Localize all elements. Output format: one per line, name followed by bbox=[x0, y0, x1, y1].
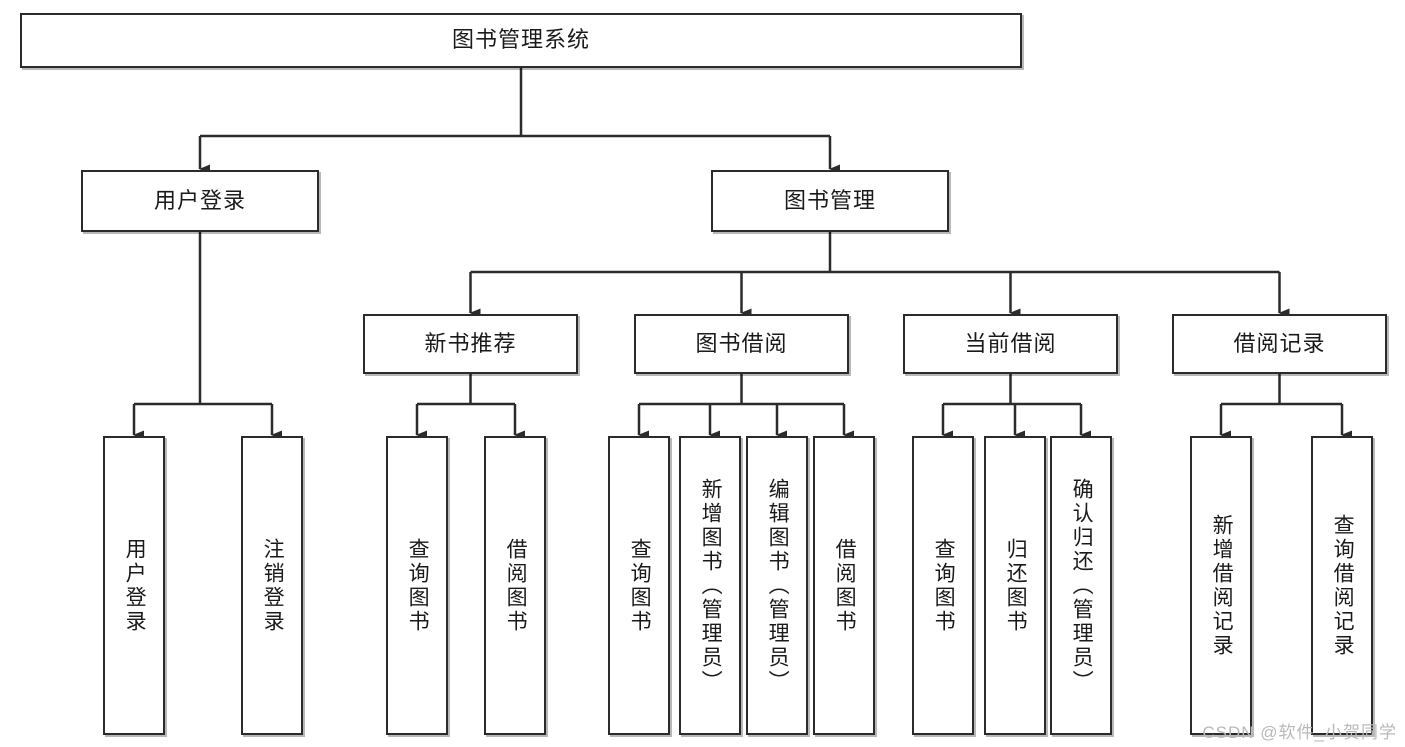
node-label: 新增借阅记录 bbox=[1210, 513, 1234, 658]
node-leaf-borrow-book-2[interactable]: 借阅图书 bbox=[813, 436, 875, 735]
node-label: 查询借阅记录 bbox=[1331, 513, 1355, 658]
node-label: 查询图书 bbox=[406, 537, 430, 634]
node-label: 借阅图书 bbox=[833, 537, 857, 634]
node-leaf-user-login[interactable]: 用户登录 bbox=[103, 436, 165, 735]
node-borrow-record[interactable]: 借阅记录 bbox=[1172, 314, 1387, 374]
node-leaf-borrow-book-1[interactable]: 借阅图书 bbox=[484, 436, 546, 735]
node-label: 确认归还（管理员） bbox=[1070, 477, 1094, 694]
node-leaf-add-book[interactable]: 新增图书（管理员） bbox=[679, 436, 741, 735]
node-label: 编辑图书（管理员） bbox=[766, 477, 790, 694]
node-label: 图书借阅 bbox=[695, 330, 788, 356]
node-new-book-rec[interactable]: 新书推荐 bbox=[363, 314, 578, 374]
node-label: 借阅记录 bbox=[1233, 330, 1326, 356]
node-label: 用户登录 bbox=[123, 537, 147, 634]
node-root[interactable]: 图书管理系统 bbox=[20, 13, 1022, 68]
connector-lines bbox=[132, 68, 1352, 440]
node-label: 查询图书 bbox=[628, 537, 652, 634]
node-label: 当前借阅 bbox=[964, 330, 1057, 356]
node-leaf-query-book-1[interactable]: 查询图书 bbox=[386, 436, 448, 735]
node-book-borrow[interactable]: 图书借阅 bbox=[634, 314, 849, 374]
node-leaf-query-book-2[interactable]: 查询图书 bbox=[608, 436, 670, 735]
node-label: 新增图书（管理员） bbox=[699, 477, 723, 694]
node-label: 图书管理系统 bbox=[451, 27, 590, 53]
node-current-borrow[interactable]: 当前借阅 bbox=[903, 314, 1118, 374]
node-book-manage[interactable]: 图书管理 bbox=[711, 170, 949, 232]
node-label: 借阅图书 bbox=[504, 537, 528, 634]
node-label: 归还图书 bbox=[1004, 537, 1028, 634]
node-label: 用户登录 bbox=[153, 187, 246, 213]
node-leaf-query-record[interactable]: 查询借阅记录 bbox=[1311, 436, 1373, 735]
node-label: 新书推荐 bbox=[424, 330, 517, 356]
node-label: 注销登录 bbox=[261, 537, 285, 634]
node-leaf-confirm-return[interactable]: 确认归还（管理员） bbox=[1050, 436, 1112, 735]
node-leaf-add-record[interactable]: 新增借阅记录 bbox=[1190, 436, 1252, 735]
node-leaf-user-logout[interactable]: 注销登录 bbox=[241, 436, 303, 735]
node-user-login[interactable]: 用户登录 bbox=[81, 170, 319, 232]
node-leaf-edit-book[interactable]: 编辑图书（管理员） bbox=[746, 436, 808, 735]
node-label: 图书管理 bbox=[783, 187, 876, 213]
node-label: 查询图书 bbox=[932, 537, 956, 634]
node-leaf-query-book-3[interactable]: 查询图书 bbox=[912, 436, 974, 735]
node-leaf-return-book[interactable]: 归还图书 bbox=[984, 436, 1046, 735]
watermark-label: CSDN @软件_小贺同学 bbox=[1202, 723, 1397, 742]
